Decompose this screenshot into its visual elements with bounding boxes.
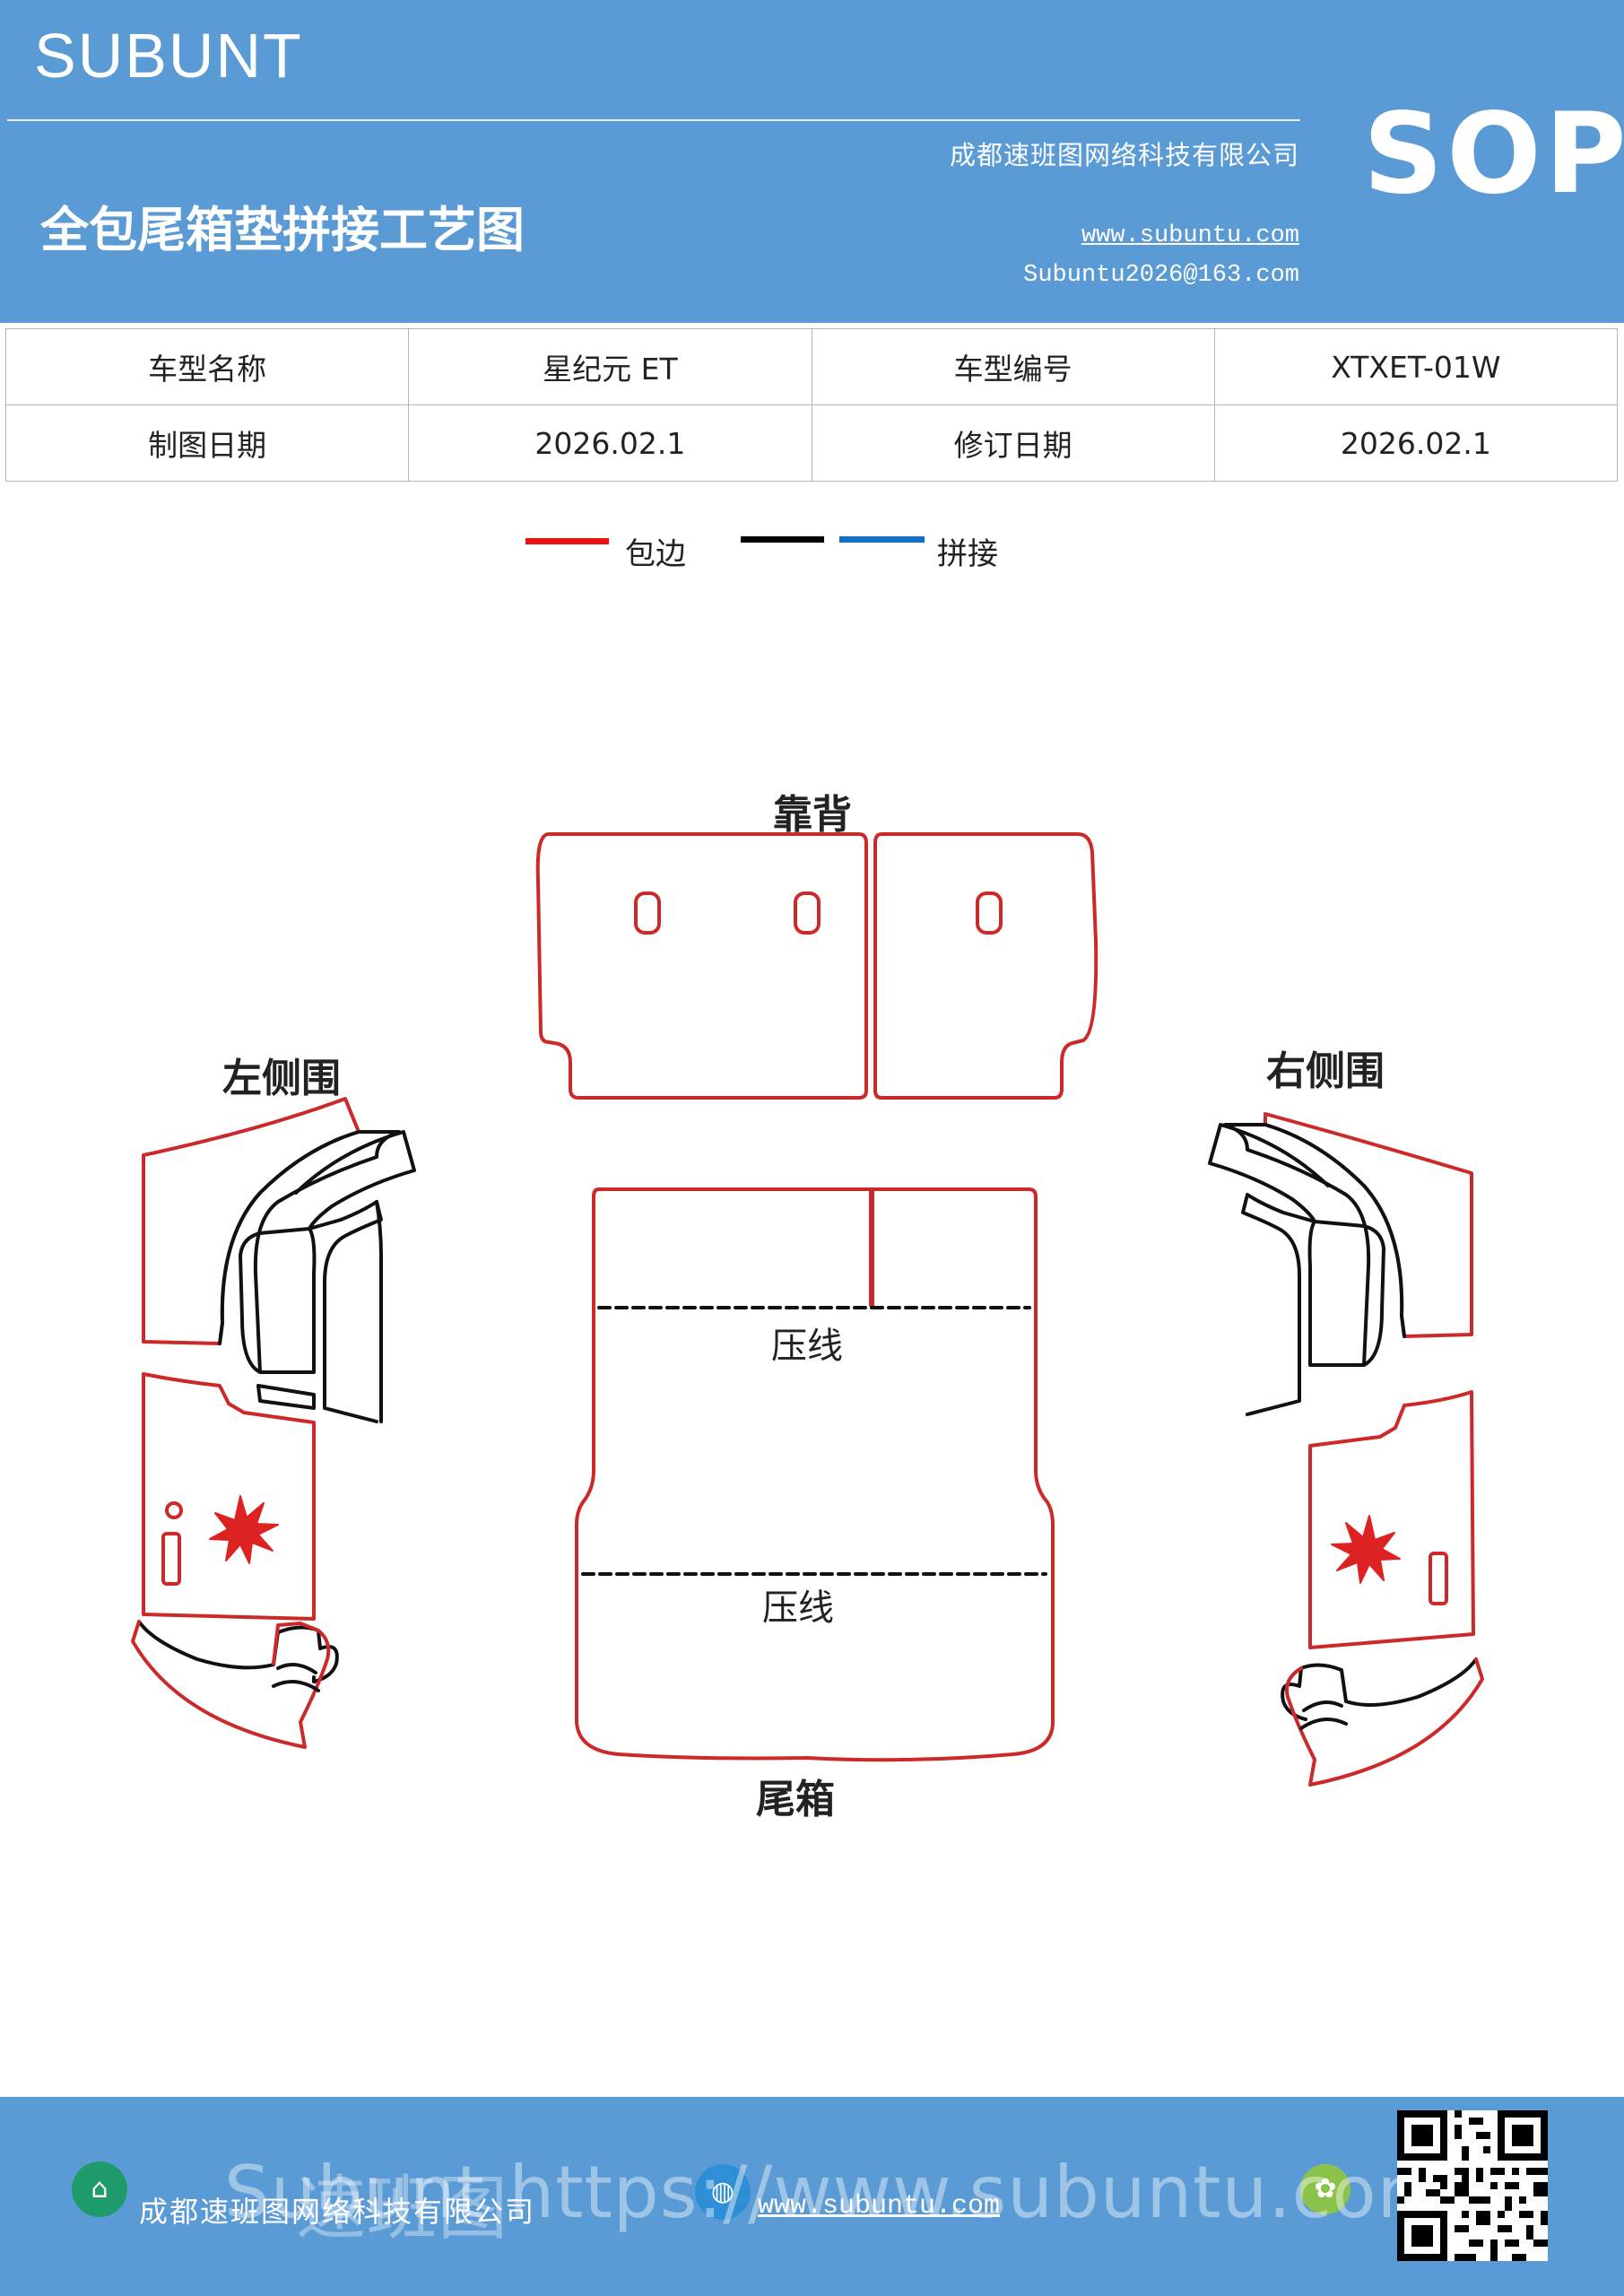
document-title: 全包尾箱垫拼接工艺图 bbox=[40, 201, 525, 258]
table-cell-value: XTXET-01W bbox=[1213, 328, 1619, 405]
left-side-foot-lines bbox=[272, 1663, 320, 1692]
label-press-line: 压线 bbox=[771, 1326, 843, 1367]
right-side-foot-lines bbox=[1299, 1700, 1348, 1730]
legend-swatch-binding bbox=[525, 538, 609, 544]
label-right-side: 右侧围 bbox=[1266, 1048, 1385, 1094]
footer-watermark-overlay: 速班图 bbox=[296, 2169, 509, 2249]
trunk-floor-panel bbox=[575, 1187, 1055, 1762]
table-cell-label: 修订日期 bbox=[811, 404, 1215, 482]
right-side-strip bbox=[1208, 1123, 1330, 1223]
wechat-icon: ✿ bbox=[1300, 2164, 1350, 2214]
table-row: 车型名称 星纪元 ET 车型编号 XTXET-01W bbox=[4, 328, 1619, 405]
right-side-pillar bbox=[1241, 1193, 1316, 1416]
email-address[interactable]: Subuntu2026@163.com bbox=[1023, 262, 1299, 289]
vehicle-info-table: 车型名称 星纪元 ET 车型编号 XTXET-01W 制图日期 2026.02.… bbox=[4, 328, 1619, 482]
table-cell-label: 制图日期 bbox=[4, 404, 410, 482]
right-side-lower-panel bbox=[1308, 1390, 1475, 1649]
right-side-vent-icon bbox=[1331, 1515, 1401, 1584]
brand-name: SUBUNT bbox=[34, 21, 303, 91]
footer-website-link[interactable]: www.subuntu.com bbox=[758, 2191, 1001, 2222]
left-side-lower-panel bbox=[142, 1372, 316, 1621]
left-side-strip bbox=[294, 1130, 416, 1231]
left-side-window-inner bbox=[256, 1384, 316, 1410]
table-row: 制图日期 2026.02.1 修订日期 2026.02.1 bbox=[4, 404, 1619, 482]
legend-swatch-splice bbox=[839, 536, 925, 543]
right-side-slot bbox=[1429, 1552, 1448, 1605]
left-side-window-outer bbox=[239, 1227, 317, 1374]
website-link[interactable]: www.subuntu.com bbox=[1081, 222, 1299, 249]
left-side-pillar bbox=[308, 1200, 383, 1423]
table-cell-value: 2026.02.1 bbox=[1213, 404, 1619, 482]
backrest-slot bbox=[634, 891, 661, 935]
qr-code-icon[interactable] bbox=[1397, 2110, 1548, 2261]
label-left-side: 左侧围 bbox=[222, 1056, 341, 1101]
backrest-slot bbox=[794, 891, 821, 935]
label-backrest: 靠背 bbox=[773, 792, 852, 838]
globe-icon: ◍ bbox=[695, 2164, 751, 2220]
table-cell-label: 车型编号 bbox=[811, 328, 1215, 405]
left-side-slot bbox=[161, 1532, 181, 1586]
left-side-insert bbox=[218, 1130, 401, 1374]
header-divider bbox=[7, 119, 1300, 121]
company-name: 成都速班图网络科技有限公司 bbox=[949, 140, 1299, 170]
left-side-strip-2 bbox=[375, 1200, 383, 1423]
legend-label-splice: 拼接 bbox=[937, 536, 998, 572]
left-side-hole bbox=[165, 1501, 183, 1519]
table-cell-value: 2026.02.1 bbox=[408, 404, 812, 482]
sop-badge: SOP bbox=[1363, 90, 1624, 219]
line-legend: 包边 拼接 bbox=[0, 520, 1624, 574]
legend-swatch-black bbox=[741, 536, 824, 543]
legend-label-binding: 包边 bbox=[625, 536, 686, 572]
right-side-foot-outline bbox=[1285, 1657, 1484, 1787]
footer-company-name: 成都速班图网络科技有限公司 bbox=[139, 2195, 536, 2229]
footer-watermark: Subunt https://www.subuntu.com bbox=[224, 2151, 1448, 2234]
left-side-vent-icon bbox=[209, 1495, 279, 1564]
backrest-slot bbox=[976, 891, 1003, 935]
header-banner: SUBUNT 全包尾箱垫拼接工艺图 成都速班图网络科技有限公司 www.subu… bbox=[0, 0, 1624, 323]
left-side-foot bbox=[137, 1620, 339, 1683]
backrest-right-panel bbox=[873, 832, 1099, 1100]
backrest-left-panel bbox=[535, 832, 868, 1100]
right-side-insert bbox=[1223, 1123, 1406, 1367]
right-side-window-outer bbox=[1307, 1220, 1385, 1367]
building-icon: ⌂ bbox=[72, 2161, 127, 2217]
footer-banner: ⌂ 成都速班图网络科技有限公司 ◍ www.subuntu.com ✿ Subu… bbox=[0, 2097, 1624, 2296]
left-side-foot-outline bbox=[131, 1620, 331, 1749]
label-press-line: 压线 bbox=[762, 1587, 834, 1629]
table-cell-value: 星纪元 ET bbox=[408, 328, 812, 405]
right-side-foot bbox=[1281, 1657, 1478, 1721]
label-trunk: 尾箱 bbox=[756, 1777, 835, 1822]
table-cell-label: 车型名称 bbox=[4, 328, 410, 405]
